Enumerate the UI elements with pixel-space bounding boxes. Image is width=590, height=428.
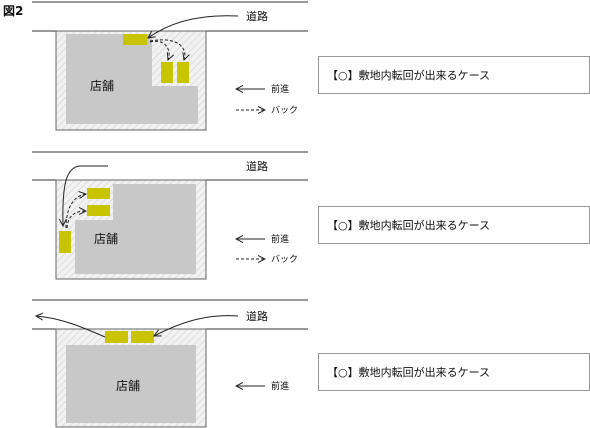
case-label-box: 【○】敷地内転回が出来るケース	[318, 56, 590, 94]
case-label-box: 【○】敷地内転回が出来るケース	[318, 206, 590, 244]
panel-2: 店舗 道路 前進 バック	[32, 151, 308, 280]
car-maneuver	[59, 231, 71, 253]
panel-3: 店舗 道路 前進	[32, 299, 308, 428]
car-2	[131, 331, 154, 343]
car-slot-2	[177, 62, 189, 83]
back-arrow-2	[149, 39, 185, 60]
legend-forward-label: 前進	[271, 83, 289, 95]
forward-arrow-in	[154, 315, 239, 336]
legend-forward-label: 前進	[271, 380, 289, 392]
car-parked	[123, 34, 147, 45]
case-label-text: 【○】敷地内転回が出来るケース	[327, 219, 491, 232]
back-arrow-2	[66, 211, 86, 229]
road-label: 道路	[246, 309, 268, 323]
store-label: 店舗	[116, 379, 140, 393]
panel-1: 店舗 道路 前進 バック	[32, 1, 308, 131]
figure-label: 図2	[3, 4, 24, 18]
legend-back-label: バック	[271, 105, 298, 116]
store-building	[66, 345, 196, 423]
store-building	[66, 34, 198, 124]
case-label-text: 【○】敷地内転回が出来るケース	[327, 366, 491, 379]
legend-back-label: バック	[271, 254, 298, 265]
case-label-text: 【○】敷地内転回が出来るケース	[327, 69, 491, 82]
road-label: 道路	[246, 159, 268, 173]
car-slot-1	[87, 188, 110, 199]
car-slot-2	[87, 205, 110, 216]
case-label-box: 【○】敷地内転回が出来るケース	[318, 353, 590, 391]
car-1	[105, 331, 128, 343]
road-label: 道路	[246, 9, 268, 23]
store-label: 店舗	[94, 232, 118, 246]
back-arrow-1	[149, 40, 169, 60]
store-label: 店舗	[90, 79, 114, 93]
forward-arrow-out	[36, 316, 106, 338]
legend-forward-label: 前進	[271, 233, 289, 245]
car-slot-1	[161, 62, 173, 83]
forward-arrow	[148, 15, 239, 38]
forward-arrow	[63, 165, 108, 226]
store-building	[75, 184, 196, 274]
